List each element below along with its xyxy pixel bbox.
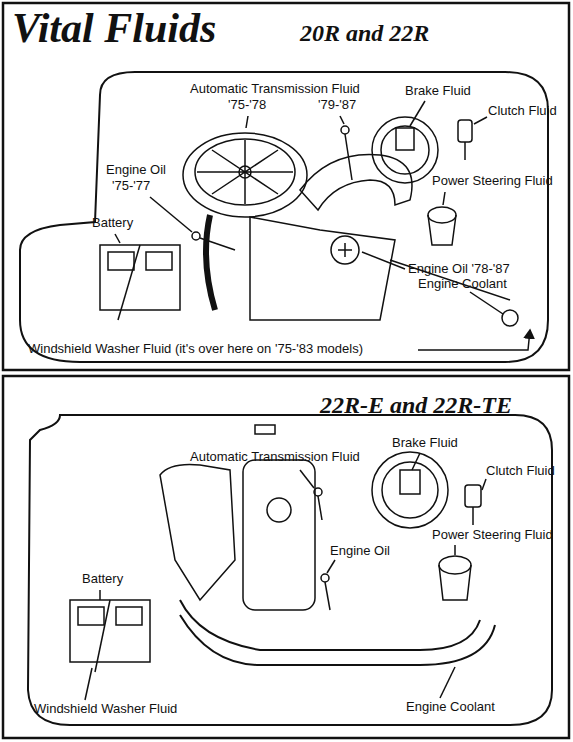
- diagram-title: Vital Fluids: [12, 4, 216, 52]
- part-label: Engine Coolant: [406, 700, 495, 715]
- part-label: Brake Fluid: [405, 84, 471, 99]
- part-label: Clutch Fluid: [486, 464, 555, 479]
- part-label: Battery: [92, 216, 133, 231]
- part-label: Automatic Transmission Fluid: [190, 450, 360, 465]
- part-label: Windshield Washer Fluid: [34, 702, 177, 717]
- part-label: Engine Coolant: [418, 277, 507, 292]
- part-label: Brake Fluid: [392, 436, 458, 451]
- part-label: Windshield Washer Fluid (it's over here …: [28, 342, 363, 357]
- part-label: Engine Oil '78-'87: [408, 262, 510, 277]
- part-label: Engine Oil: [330, 544, 390, 559]
- year-label: '75-'77: [112, 179, 150, 194]
- part-label: Automatic Transmission Fluid: [190, 82, 360, 97]
- part-label: Clutch Fluid: [488, 104, 557, 119]
- panel-heading: 22R-E and 22R-TE: [320, 392, 512, 420]
- part-label: Battery: [82, 572, 123, 587]
- part-label: Engine Oil: [106, 163, 166, 178]
- part-label: Power Steering Fluid: [432, 174, 553, 189]
- panel-heading: 20R and 22R: [300, 20, 429, 48]
- part-label: Power Steering Fluid: [432, 528, 553, 543]
- year-label: '75-'78: [228, 98, 266, 113]
- year-label: '79-'87: [318, 98, 356, 113]
